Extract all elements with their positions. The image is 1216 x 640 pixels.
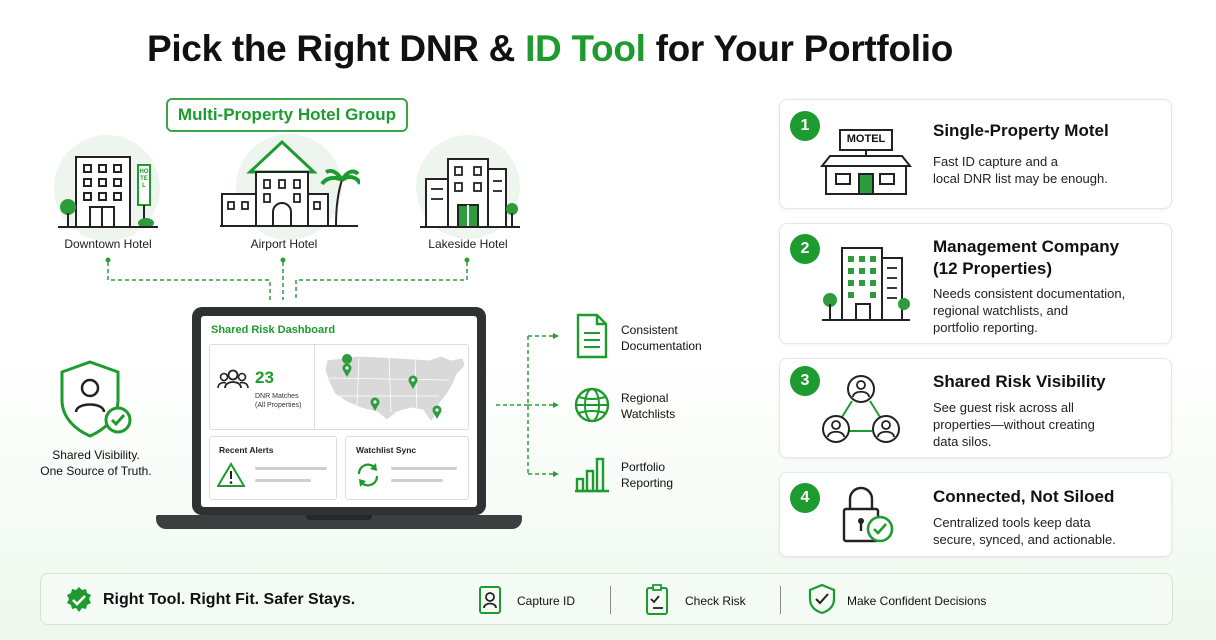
shield-caption: Shared Visibility. One Source of Truth.: [26, 447, 166, 479]
shield-caption-line1: Shared Visibility.: [52, 448, 140, 462]
hotel-label-downtown: Downtown Hotel: [64, 237, 152, 251]
warning-icon: [217, 462, 245, 487]
check-badge-icon: [67, 587, 91, 612]
globe-icon: [574, 387, 610, 423]
feature-documentation-line1: Consistent: [621, 323, 678, 337]
card-desc: See guest risk across all properties—wit…: [933, 399, 1158, 450]
feature-documentation: Consistent Documentation: [621, 322, 702, 354]
sync-icon: [357, 463, 379, 487]
shield-caption-line2: One Source of Truth.: [40, 464, 152, 478]
card-management-company: 2 Management Company (12 Properties) Nee…: [779, 223, 1172, 344]
card-connected: 4 Connected, Not Siloed Centralized tool…: [779, 472, 1172, 557]
hotel-airport: [218, 132, 360, 240]
hotel-lakeside: [414, 135, 524, 239]
shield-check-icon: [808, 583, 836, 615]
card-desc-line: data silos.: [933, 434, 992, 449]
alert-line-2: [255, 479, 311, 482]
bar-chart-icon: [575, 457, 609, 493]
us-map: [324, 354, 466, 423]
card-title: Connected, Not Siloed: [933, 487, 1115, 506]
card-number-badge: 3: [790, 366, 820, 396]
card-title-line: (12 Properties): [933, 259, 1053, 278]
document-icon: [576, 313, 608, 359]
dnr-match-count: 23: [255, 368, 274, 387]
lock-check-icon: [842, 486, 894, 543]
card-desc-line: regional watchlists, and: [933, 303, 1069, 318]
card-desc-line: local DNR list may be enough.: [933, 171, 1108, 186]
footer-separator: [610, 586, 611, 614]
footer-capture-id: Capture ID: [517, 594, 576, 608]
footer-tagline: Right Tool. Right Fit. Safer Stays.: [103, 591, 356, 608]
feature-reporting: Portfolio Reporting: [621, 459, 673, 491]
hotel-downtown: HOTEL: [54, 135, 162, 241]
footer-confident-decisions: Make Confident Decisions: [847, 594, 987, 608]
card-desc-line: secure, synced, and actionable.: [933, 532, 1116, 547]
footer-check-risk: Check Risk: [685, 594, 746, 608]
card-title: Management Company (12 Properties): [933, 236, 1119, 280]
hotel-sign: HOTEL: [139, 169, 149, 189]
card-shared-risk: 3 Shared Risk Visibility See guest risk …: [779, 358, 1172, 458]
dashboard-title: Shared Risk Dashboard: [211, 324, 336, 336]
card-title: Single-Property Motel: [933, 121, 1109, 140]
feature-reporting-line2: Reporting: [621, 476, 674, 490]
downtown-hotel-icon: [58, 156, 158, 228]
users-icon: [217, 369, 249, 389]
dnr-match-label-1: DNR Matches: [255, 393, 299, 400]
airport-hotel-icon: [220, 139, 360, 227]
card-desc-line: See guest risk across all: [933, 400, 1074, 415]
dnr-match-label-2: (All Properties): [255, 402, 302, 409]
feature-watchlists-line2: Watchlists: [621, 407, 676, 421]
card-desc-line: Fast ID capture and a: [933, 154, 1059, 169]
user-network-icon: [822, 375, 900, 443]
page-title: Pick the Right DNR & ID Tool for Your Po…: [146, 28, 954, 69]
footer-bar: Right Tool. Right Fit. Safer Stays. Capt…: [40, 573, 1173, 625]
card-desc-line: Needs consistent documentation,: [933, 286, 1126, 301]
recent-alerts-title: Recent Alerts: [219, 445, 274, 455]
card-single-property: 1 MOTEL Single-Property Motel Fast ID ca…: [779, 99, 1172, 209]
panel-divider: [314, 345, 315, 429]
card-desc: Fast ID capture and a local DNR list may…: [933, 153, 1158, 187]
checklist-icon: [646, 584, 668, 615]
feature-watchlists: Regional Watchlists: [621, 390, 675, 422]
laptop-base: [156, 515, 522, 529]
motel-sign: MOTEL: [846, 133, 886, 145]
card-desc-line: Centralized tools keep data: [933, 515, 1091, 530]
sync-line-2: [391, 479, 443, 482]
footer-separator: [780, 586, 781, 614]
card-number-badge: 1: [790, 111, 820, 141]
watchlist-sync-title: Watchlist Sync: [356, 445, 417, 455]
hotel-label-airport: Airport Hotel: [250, 237, 318, 251]
feature-watchlists-line1: Regional: [621, 391, 669, 405]
card-title: Shared Risk Visibility: [933, 372, 1106, 391]
card-desc-line: portfolio reporting.: [933, 320, 1038, 335]
card-desc-line: properties—without creating: [933, 417, 1095, 432]
card-number-badge: 4: [790, 483, 820, 513]
card-number-badge: 2: [790, 234, 820, 264]
connector-lines: [105, 257, 559, 477]
sync-line-1: [391, 467, 457, 470]
feature-documentation-line2: Documentation: [621, 339, 702, 353]
motel-icon: [819, 129, 913, 195]
group-label: Multi-Property Hotel Group: [166, 98, 408, 132]
card-desc: Centralized tools keep data secure, sync…: [933, 514, 1158, 548]
card-desc: Needs consistent documentation, regional…: [933, 285, 1168, 336]
office-building-icon: [822, 247, 910, 321]
id-card-icon: [479, 586, 501, 614]
feature-reporting-line1: Portfolio: [621, 460, 666, 474]
dashboard-screen: Shared Risk Dashboard 23 DNR Matches (Al…: [201, 316, 477, 507]
alert-line-1: [255, 467, 327, 470]
lakeside-hotel-icon: [420, 158, 520, 228]
shield-user-icon: [60, 360, 132, 438]
dnr-match-label: DNR Matches (All Properties): [255, 392, 301, 410]
card-title-line: Management Company: [933, 237, 1120, 256]
hotel-label-lakeside: Lakeside Hotel: [428, 237, 508, 251]
